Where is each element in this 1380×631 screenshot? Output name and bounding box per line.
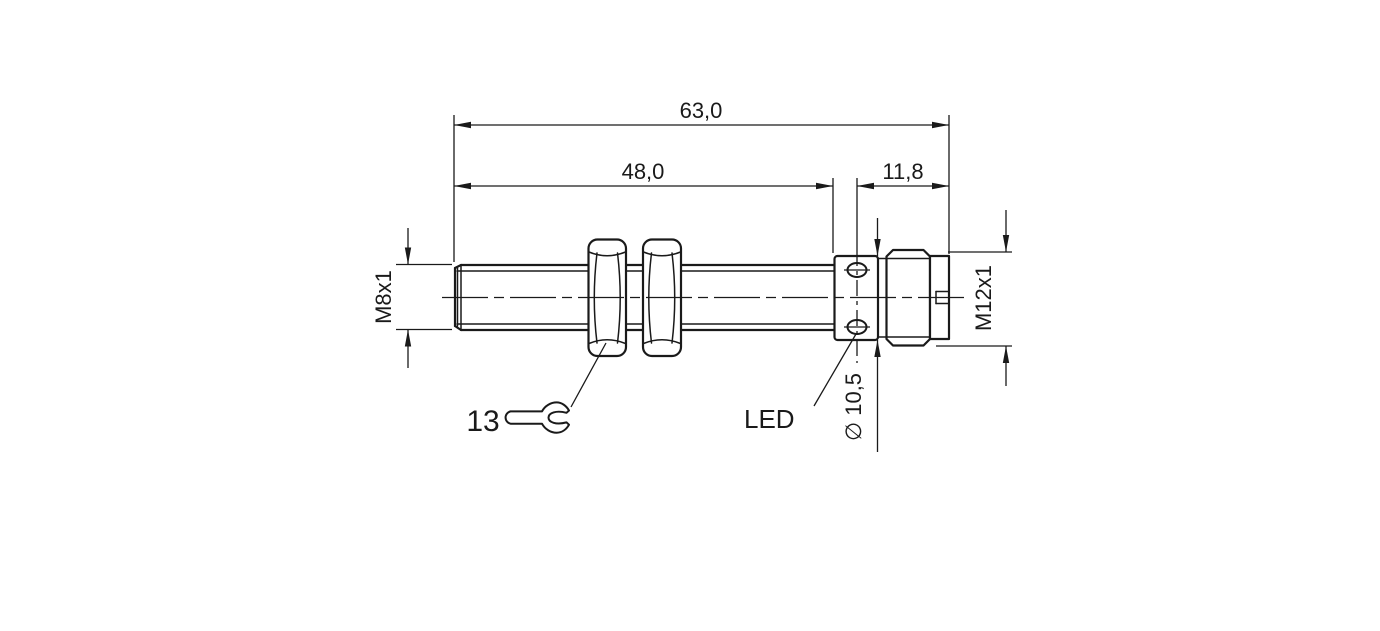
led-leader-line bbox=[813, 333, 857, 407]
barrel-thread-label: M8x1 bbox=[371, 270, 396, 324]
total-length-label: 63,0 bbox=[680, 98, 723, 123]
connector-length-label: 11,8 bbox=[882, 159, 923, 184]
dimension-total-length: 63,0 bbox=[454, 98, 949, 129]
center-lines bbox=[442, 250, 967, 363]
wrench-leader-line bbox=[570, 342, 607, 408]
dimension-connector-length: 11,8 bbox=[857, 159, 949, 190]
led-label: LED bbox=[744, 404, 795, 434]
housing-diameter-label: ∅ 10,5 bbox=[841, 373, 866, 441]
open-end-wrench-icon bbox=[504, 401, 570, 434]
dimension-connector-thread: M12x1 bbox=[971, 210, 1010, 386]
dimension-housing-diameter: ∅ 10,5 bbox=[841, 218, 881, 452]
wrench-size-label: 13 bbox=[466, 405, 499, 438]
extension-lines bbox=[396, 115, 1012, 347]
dimension-thread-length: 48,0 bbox=[454, 159, 833, 190]
led-callout: LED bbox=[744, 333, 857, 434]
connector-thread-label: M12x1 bbox=[971, 265, 996, 331]
dimension-barrel-thread: M8x1 bbox=[371, 228, 412, 368]
wrench-size-callout: 13 bbox=[466, 342, 607, 438]
thread-length-label: 48,0 bbox=[622, 159, 665, 184]
